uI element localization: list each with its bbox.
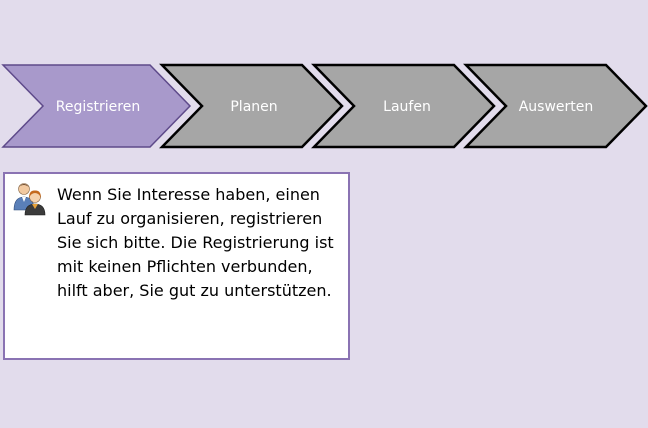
step-label-auswerten: Auswerten	[519, 99, 594, 115]
step-laufen[interactable]: Laufen	[311, 63, 496, 149]
step-chevron-registrieren	[1, 64, 192, 148]
users-icon	[13, 183, 46, 216]
step-label-registrieren: Registrieren	[56, 99, 140, 115]
info-box: Wenn Sie Interesse haben, einen Lauf zu …	[3, 172, 350, 360]
step-auswerten[interactable]: Auswerten	[463, 63, 648, 149]
step-label-laufen: Laufen	[383, 99, 431, 115]
step-registrieren[interactable]: Registrieren	[1, 64, 192, 148]
step-label-planen: Planen	[230, 99, 277, 115]
info-text: Wenn Sie Interesse haben, einen Lauf zu …	[57, 185, 334, 300]
step-chevron-laufen	[311, 63, 496, 149]
step-chevron-planen	[159, 63, 344, 149]
step-chevron-auswerten	[463, 63, 648, 149]
process-flow: Auswerten Laufen Planen Registrieren	[1, 63, 648, 149]
step-planen[interactable]: Planen	[159, 63, 344, 149]
